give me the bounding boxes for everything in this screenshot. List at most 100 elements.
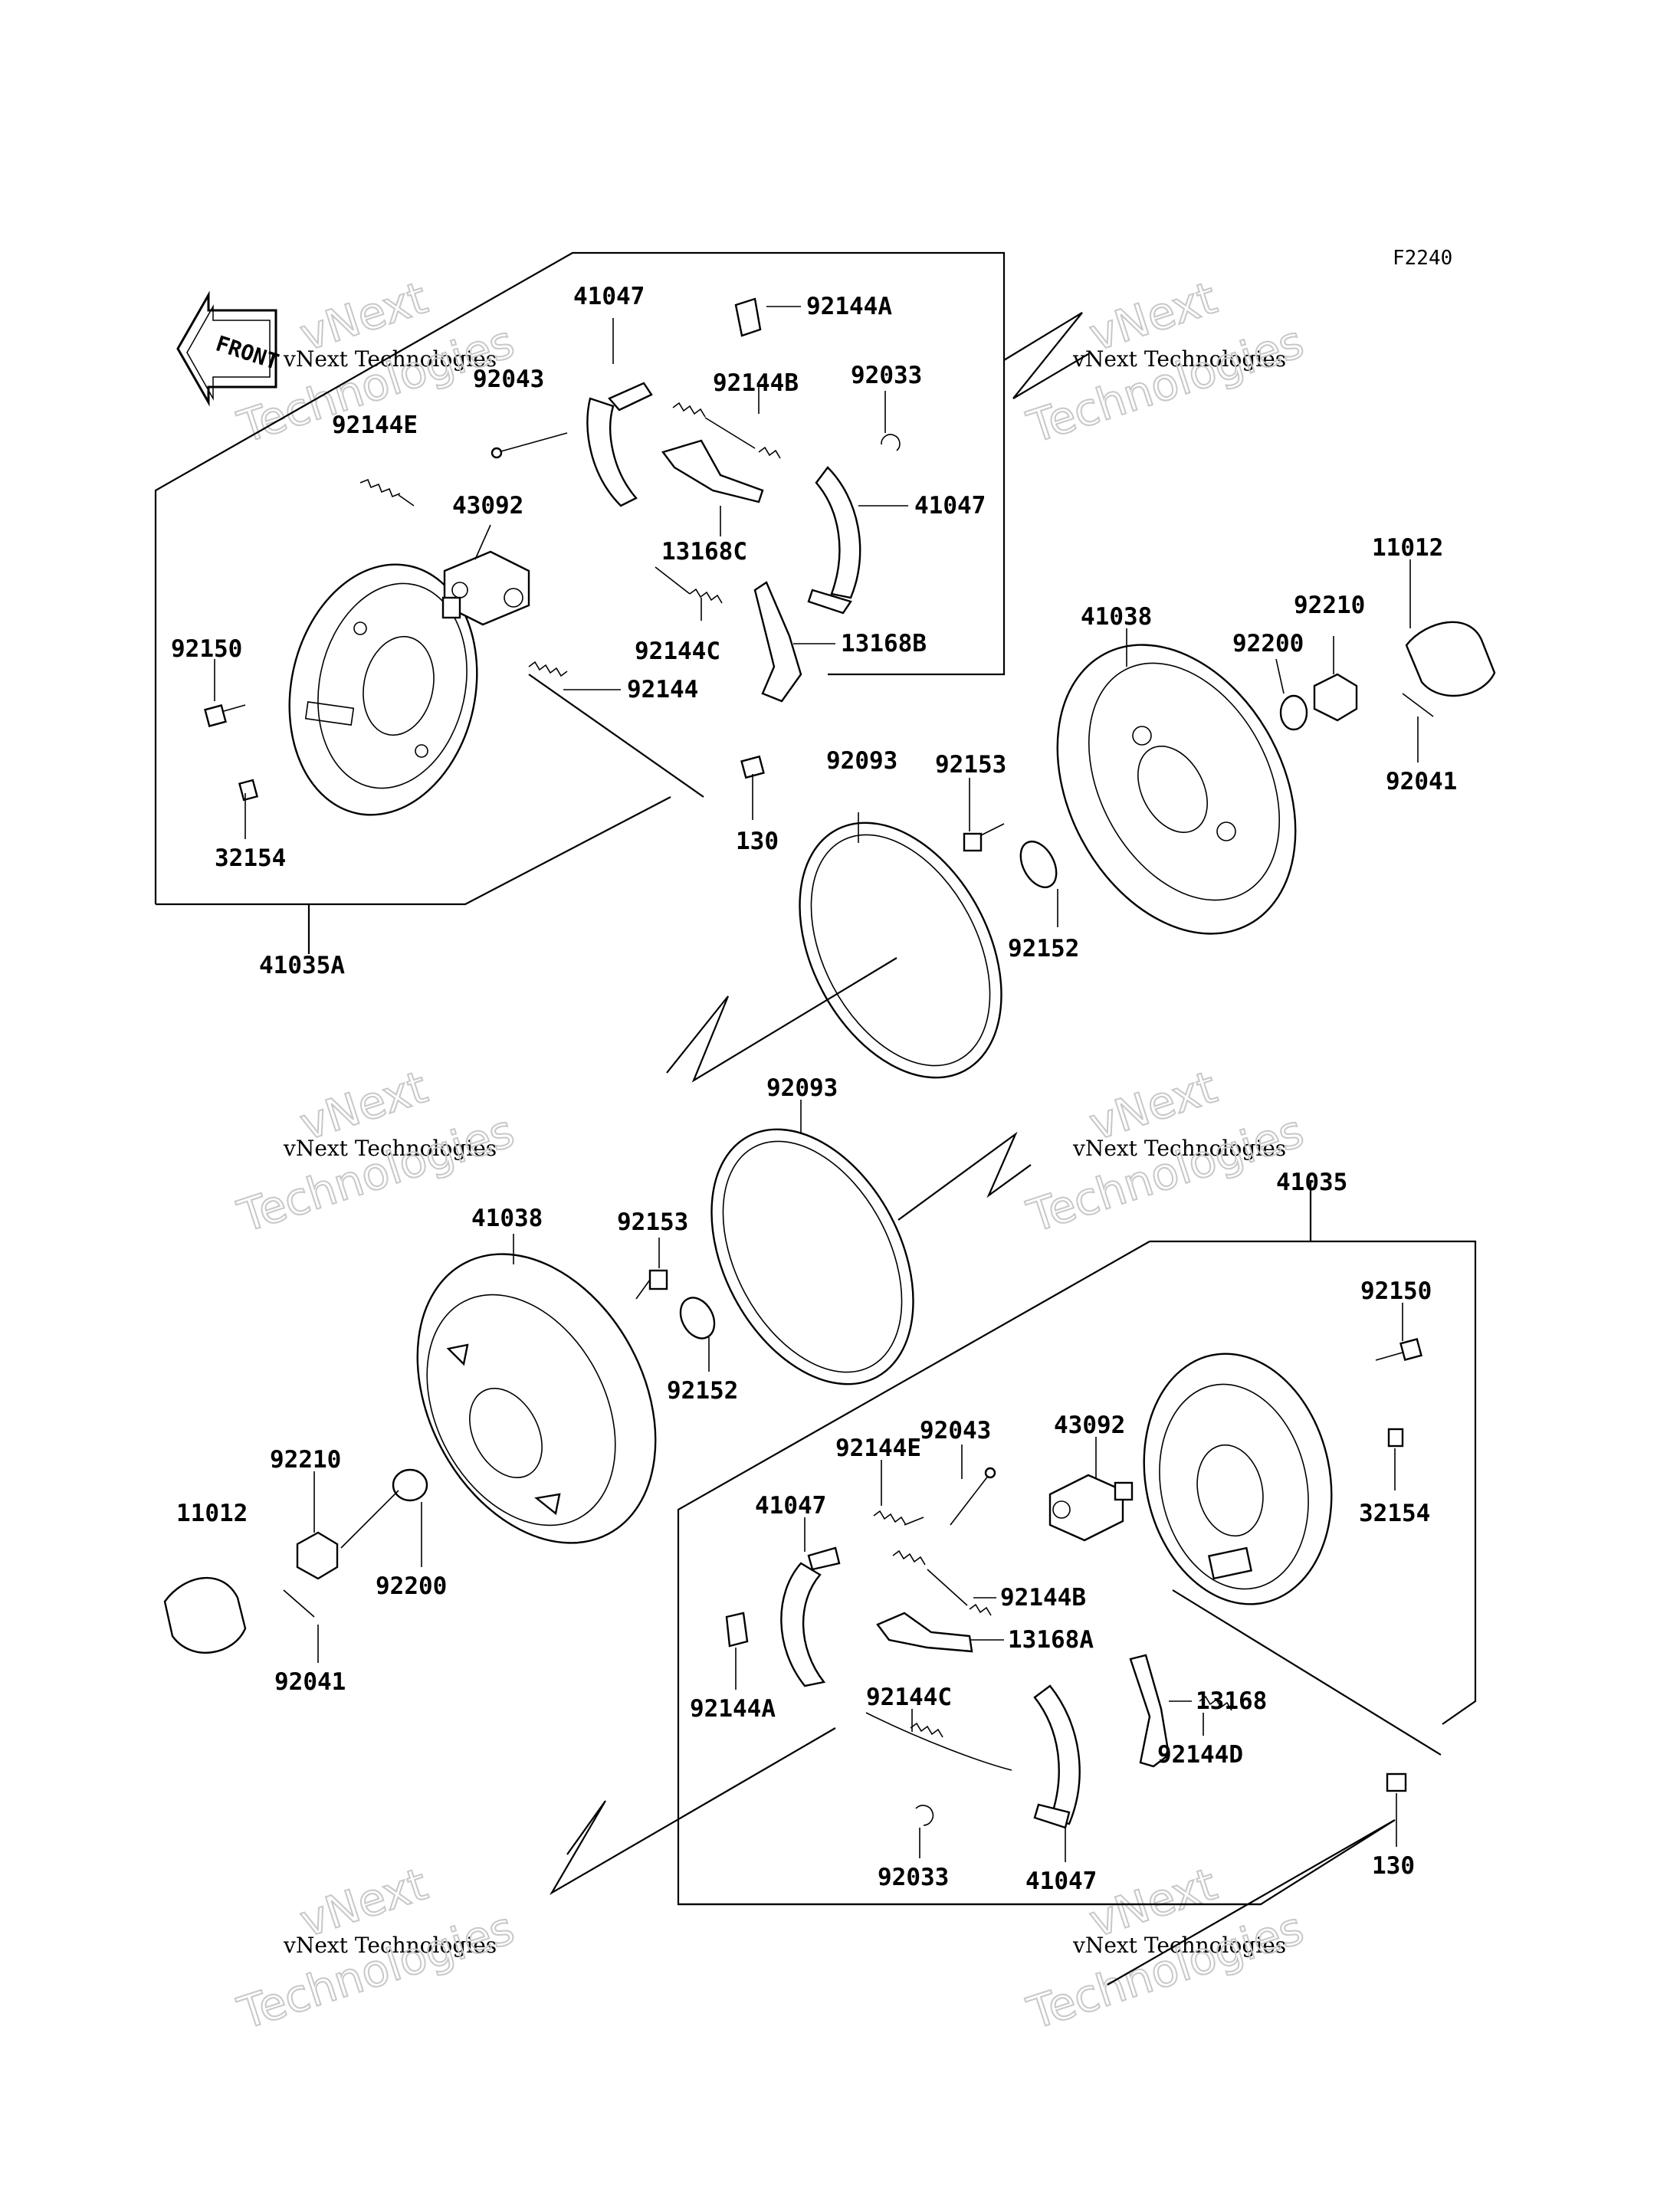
label-b-92153: 92153 — [617, 1208, 688, 1236]
label-11012: 11012 — [1372, 534, 1443, 562]
top-seal-break — [666, 957, 897, 1083]
bottom-leader-lines — [313, 1100, 1403, 1862]
label-b-92144C: 92144C — [866, 1684, 952, 1711]
label-b-41038: 41038 — [471, 1205, 543, 1232]
label-b-11012: 11012 — [176, 1500, 248, 1527]
bottom-spring-b — [892, 1549, 992, 1616]
label-b-92041: 92041 — [274, 1668, 346, 1696]
label-32154: 32154 — [215, 844, 286, 872]
bottom-wheel-cylinder — [1048, 1474, 1134, 1542]
label-92041: 92041 — [1386, 768, 1457, 795]
bottom-seal-ring — [710, 1128, 914, 1385]
top-wheel-cylinder — [441, 550, 530, 626]
watermark-top-right: vNext vNext Technologies Technologies — [1020, 271, 1310, 454]
label-13168C: 13168C — [661, 538, 747, 566]
label-b-41047-a: 41047 — [755, 1492, 826, 1520]
watermark-bottom-left: vNext vNext Technologies Technologies — [231, 1857, 520, 2040]
bottom-clip-ring — [915, 1805, 934, 1826]
label-b-92093: 92093 — [766, 1074, 838, 1102]
top-spring-c — [655, 566, 723, 604]
svg-text:vNext Technologies: vNext Technologies — [283, 1136, 497, 1161]
bottom-cotter — [283, 1589, 315, 1618]
top-pin — [491, 432, 568, 459]
bottom-nipple — [1387, 1428, 1404, 1448]
top-frame-outline — [154, 251, 1006, 904]
top-washer-92152 — [1019, 841, 1058, 888]
top-spring-b — [672, 402, 781, 459]
bottom-seal-break-top — [897, 1131, 1032, 1221]
top-nut — [1313, 673, 1358, 722]
bottom-bolt-130 — [1386, 1772, 1407, 1792]
top-spring-e — [359, 478, 415, 507]
top-break-mark — [1003, 312, 1089, 399]
label-b-92043: 92043 — [920, 1417, 991, 1444]
bottom-break-mark — [549, 1727, 836, 1896]
label-b-13168: 13168 — [1196, 1687, 1267, 1715]
bottom-lever — [1129, 1654, 1170, 1768]
top-clip-ring — [881, 434, 901, 451]
label-b-130: 130 — [1372, 1852, 1415, 1880]
bottom-brake-shoe-a — [780, 1546, 841, 1687]
top-brake-drum — [1056, 644, 1297, 935]
svg-text:vNext Technologies: vNext Technologies — [283, 1933, 497, 1958]
label-41035A: 41035A — [259, 952, 345, 979]
label-92144: 92144 — [627, 676, 698, 703]
top-lever-b — [753, 581, 802, 703]
top-nipple — [238, 779, 259, 802]
bottom-washer-92152 — [679, 1297, 716, 1340]
label-b-92144D: 92144D — [1157, 1741, 1243, 1769]
label-92210: 92210 — [1294, 592, 1365, 619]
label-92033: 92033 — [851, 362, 922, 389]
label-43092: 43092 — [452, 492, 523, 520]
svg-text:vNext Technologies: vNext Technologies — [1072, 1933, 1286, 1958]
watermark-mid-right: vNext vNext Technologies Technologies — [1020, 1060, 1310, 1243]
label-92200: 92200 — [1232, 630, 1304, 657]
top-clip-a — [734, 297, 762, 337]
bottom-lever-a — [876, 1612, 973, 1653]
label-b-92144B: 92144B — [1000, 1584, 1086, 1612]
label-b-92152: 92152 — [667, 1377, 738, 1405]
label-b-92144E: 92144E — [835, 1435, 921, 1462]
top-bolt-92153 — [963, 823, 1005, 852]
label-b-32154: 32154 — [1359, 1500, 1430, 1527]
label-92152: 92152 — [1008, 935, 1079, 962]
top-spring — [528, 661, 568, 677]
top-backing-plate — [288, 563, 478, 816]
bottom-spring-c — [865, 1712, 1012, 1771]
bottom-frame-outline — [1150, 1240, 1477, 1725]
bottom-bolt-92150 — [1375, 1338, 1422, 1361]
bottom-cap — [163, 1577, 247, 1654]
label-b-92200: 92200 — [376, 1572, 447, 1600]
label-92153: 92153 — [935, 751, 1006, 779]
figure-code: F2240 — [1393, 247, 1452, 270]
bottom-brake-drum — [416, 1253, 657, 1544]
top-washer-92200 — [1279, 694, 1308, 731]
svg-text:vNext Technologies: vNext Technologies — [1072, 1136, 1286, 1161]
top-assembly: 41047 92144A 92043 92144B 92033 92144E 4… — [154, 251, 1496, 1083]
bottom-spring-d — [1199, 1695, 1232, 1711]
label-b-92033: 92033 — [878, 1864, 949, 1891]
top-lever-c — [661, 439, 764, 503]
label-130: 130 — [736, 828, 779, 855]
label-13168B: 13168B — [841, 630, 927, 657]
bottom-bolt-92153 — [635, 1269, 668, 1300]
label-92093: 92093 — [826, 747, 897, 775]
label-41035: 41035 — [1276, 1169, 1347, 1196]
label-92144A: 92144A — [806, 293, 892, 320]
bottom-spring-e — [873, 1510, 924, 1526]
bottom-brake-shoe-b — [1033, 1684, 1081, 1829]
top-brake-shoe-a — [586, 382, 653, 507]
label-41047-a: 41047 — [573, 283, 645, 310]
bottom-assembly: 92093 41038 92153 41035 92152 92150 9204… — [163, 1074, 1477, 1985]
bottom-nut — [296, 1531, 339, 1580]
bottom-pin — [950, 1467, 996, 1526]
front-arrow-icon: FRONT — [176, 290, 282, 407]
label-92144C: 92144C — [635, 638, 720, 665]
label-92043: 92043 — [473, 366, 544, 393]
label-92150: 92150 — [171, 635, 242, 663]
label-92144E: 92144E — [332, 412, 418, 439]
top-cap — [1405, 621, 1496, 697]
label-b-92144A: 92144A — [690, 1695, 776, 1723]
label-b-13168A: 13168A — [1008, 1626, 1094, 1654]
